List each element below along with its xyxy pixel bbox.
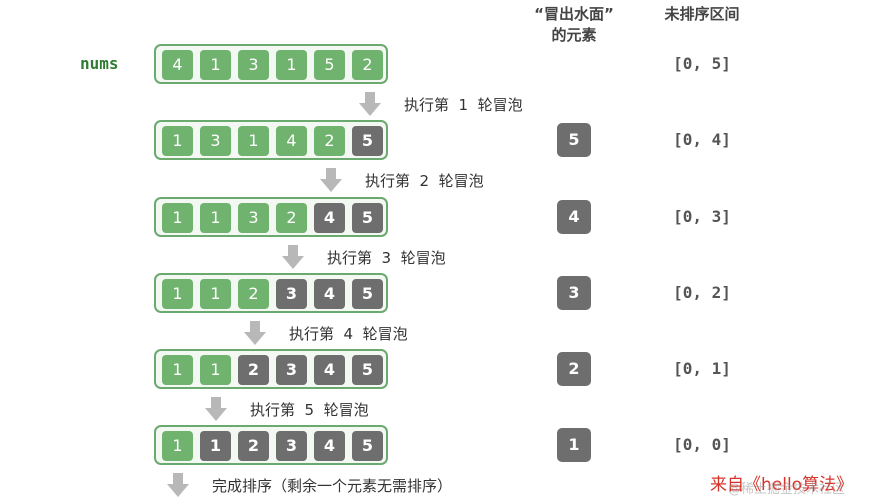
sorted-cell: 4 [314, 431, 345, 461]
step-label: 执行第 3 轮冒泡 [327, 249, 446, 267]
step-label: 执行第 4 轮冒泡 [289, 325, 408, 343]
bubbled-element: 4 [557, 200, 591, 234]
bubbled-element: 2 [557, 352, 591, 386]
sorted-cell: 5 [352, 203, 383, 233]
unsorted-cell: 3 [200, 126, 231, 156]
unsorted-cell: 2 [352, 50, 383, 80]
step-label: 执行第 2 轮冒泡 [365, 172, 484, 190]
unsorted-cell: 1 [238, 126, 269, 156]
bubbled-header: “冒出水面” 的元素 [519, 4, 629, 46]
watermark: @稀土掘金技术社区 [728, 482, 846, 497]
unsorted-cell: 4 [162, 50, 193, 80]
sorted-cell: 3 [276, 279, 307, 309]
unsorted-cell: 1 [200, 279, 231, 309]
unsorted-cell: 1 [200, 355, 231, 385]
unsorted-range: [0, 0] [673, 435, 731, 454]
sorted-cell: 5 [352, 355, 383, 385]
down-arrow-icon [167, 473, 189, 497]
unsorted-cell: 3 [238, 203, 269, 233]
unsorted-header: 未排序区间 [664, 5, 740, 23]
unsorted-cell: 4 [276, 126, 307, 156]
sorted-cell: 3 [276, 355, 307, 385]
sorted-cell: 1 [200, 431, 231, 461]
sorted-cell: 5 [352, 126, 383, 156]
unsorted-range: [0, 5] [673, 54, 731, 73]
nums-label: nums [80, 54, 119, 73]
unsorted-cell: 2 [314, 126, 345, 156]
unsorted-cell: 1 [276, 50, 307, 80]
unsorted-cell: 2 [238, 279, 269, 309]
down-arrow-icon [244, 321, 266, 345]
unsorted-cell: 1 [162, 203, 193, 233]
unsorted-cell: 1 [162, 355, 193, 385]
unsorted-range: [0, 4] [673, 130, 731, 149]
step-label: 完成排序（剩余一个元素无需排序） [212, 477, 453, 495]
unsorted-range: [0, 1] [673, 359, 731, 378]
unsorted-cell: 1 [162, 431, 193, 461]
sorted-cell: 3 [276, 431, 307, 461]
bubbled-element: 5 [557, 123, 591, 157]
unsorted-range: [0, 3] [673, 207, 731, 226]
down-arrow-icon [205, 397, 227, 421]
sorted-cell: 4 [314, 203, 345, 233]
sorted-cell: 2 [238, 431, 269, 461]
unsorted-cell: 3 [238, 50, 269, 80]
down-arrow-icon [320, 168, 342, 192]
unsorted-cell: 1 [162, 126, 193, 156]
unsorted-range: [0, 2] [673, 283, 731, 302]
sorted-cell: 4 [314, 355, 345, 385]
step-label: 执行第 5 轮冒泡 [250, 401, 369, 419]
source-label: 来自《hello算法》 [710, 475, 854, 495]
bubbled-element: 1 [557, 428, 591, 462]
down-arrow-icon [282, 245, 304, 269]
unsorted-cell: 2 [276, 203, 307, 233]
unsorted-cell: 1 [200, 50, 231, 80]
sorted-cell: 4 [314, 279, 345, 309]
sorted-cell: 5 [352, 279, 383, 309]
down-arrow-icon [359, 92, 381, 116]
unsorted-cell: 5 [314, 50, 345, 80]
bubbled-header-line2: 的元素 [551, 26, 597, 44]
unsorted-cell: 1 [200, 203, 231, 233]
sorted-cell: 2 [238, 355, 269, 385]
step-label: 执行第 1 轮冒泡 [404, 96, 523, 114]
bubbled-header-line1: “冒出水面” [534, 5, 614, 23]
unsorted-cell: 1 [162, 279, 193, 309]
bubbled-element: 3 [557, 276, 591, 310]
sorted-cell: 5 [352, 431, 383, 461]
